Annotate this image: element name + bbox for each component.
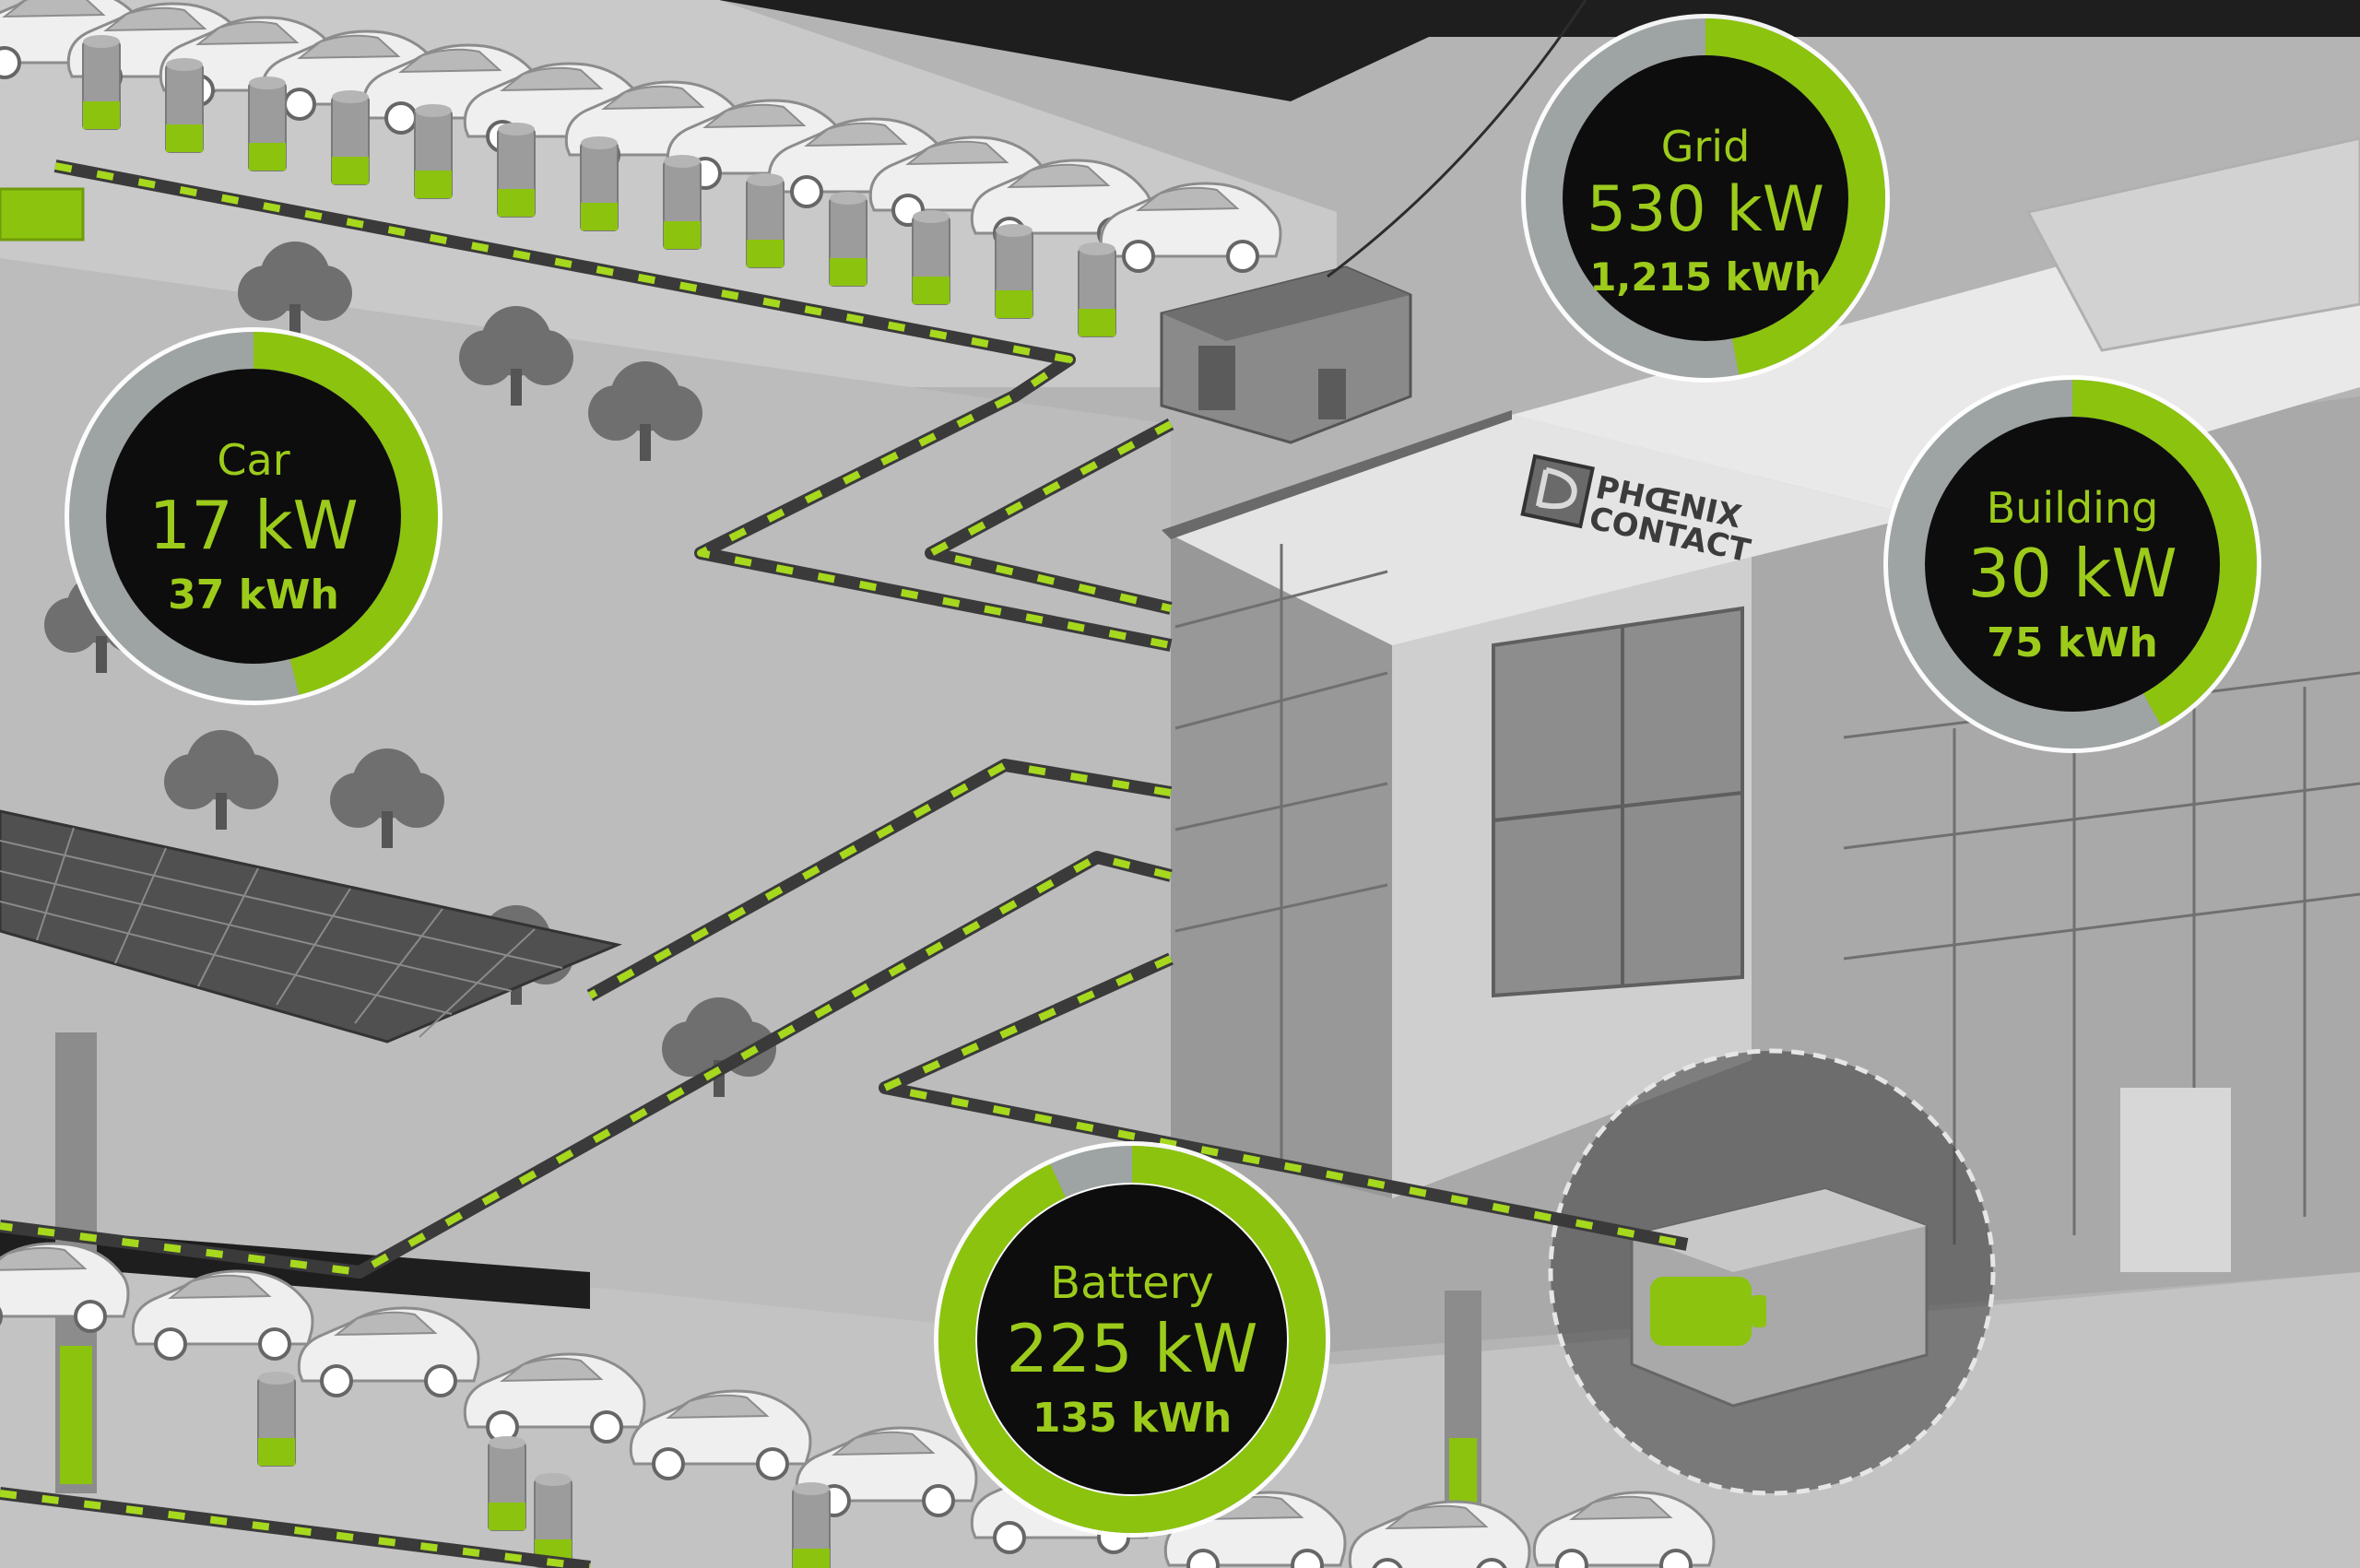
gauge-battery-power: 225 kW [1006,1310,1257,1387]
solar-carport [0,809,622,1493]
gauge-car-arc [69,332,438,701]
grid-cable [1327,0,1587,278]
gauge-car-power: 17 kW [148,487,358,564]
gauge-grid-arc [1526,18,1885,378]
gauge-grid-energy: 1,215 kWh [1589,254,1822,300]
gauge-car: Car 17 kW 37 kWh [65,327,442,705]
battery-storage [1548,1048,1996,1496]
dark-top-area [719,0,2360,101]
gauge-battery: Battery 225 kW 135 kWh [934,1141,1330,1538]
gauge-car-label: Car [217,435,289,485]
gauge-building-label: Building [1987,483,2159,533]
gauge-grid: Grid 530 kW 1,215 kWh [1521,14,1890,383]
gauge-battery-label: Battery [1050,1257,1214,1309]
energy-flow-paths [0,159,1689,1568]
gauge-building: Building 30 kW 75 kWh [1883,375,2261,753]
gauge-grid-label: Grid [1661,122,1751,171]
gauge-battery-energy: 135 kWh [1032,1395,1232,1442]
gauge-grid-power: 530 kW [1587,173,1824,246]
charging-hub-box [0,187,85,242]
gauge-building-power: 30 kW [1967,535,2177,612]
gauge-car-energy: 37 kWh [168,572,339,619]
gauge-battery-arc [938,1146,1326,1533]
gauge-building-arc [1888,380,2257,749]
gauge-building-energy: 75 kWh [1987,619,2158,666]
battery-icon [1650,1277,1752,1346]
transformer-station [1160,265,1412,444]
